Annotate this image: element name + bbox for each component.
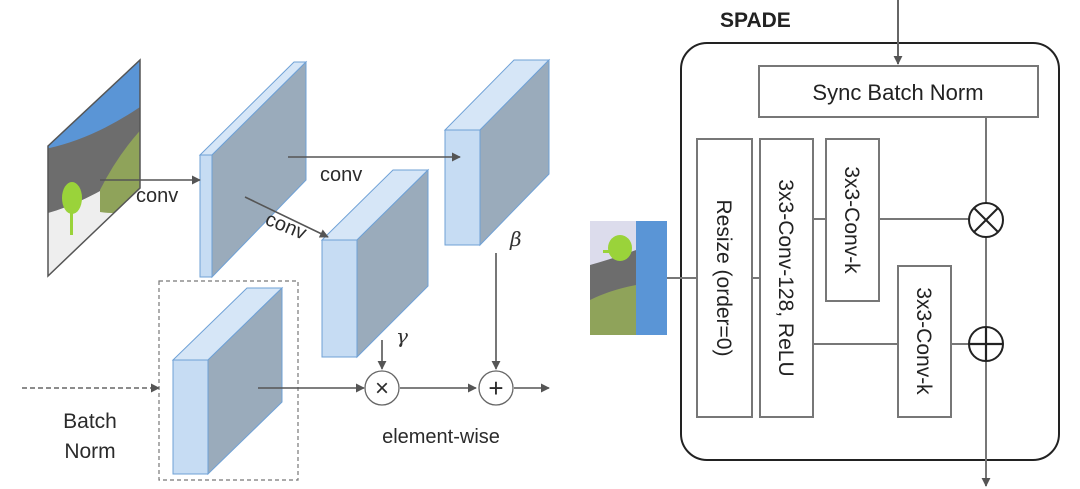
- elementwise-multiply-op: ×: [364, 370, 400, 406]
- conv128-label: 3x3-Conv-128, ReLU: [774, 179, 797, 376]
- feature-block-beta: [443, 58, 551, 247]
- conv-k-gamma-box: [825, 138, 880, 302]
- conv128-box: [759, 138, 814, 418]
- sync-batch-norm-label: Sync Batch Norm: [812, 80, 983, 105]
- multiply-symbol-left: ×: [375, 375, 389, 402]
- conv-k-beta-label: 3x3-Conv-k: [912, 287, 935, 395]
- feature-block-normalized: [171, 286, 284, 476]
- segmentation-map-left: [47, 58, 141, 278]
- elementwise-label: element-wise: [382, 426, 500, 448]
- conv-label-3: conv: [262, 208, 309, 244]
- batchnorm-dashed-box: [158, 280, 299, 481]
- beta-label: β: [509, 227, 522, 251]
- elementwise-add-op: +: [478, 370, 514, 406]
- spade-title: SPADE: [720, 9, 791, 32]
- conv-label-2: conv: [320, 164, 362, 186]
- conv-label-1: conv: [136, 185, 178, 207]
- feature-block-shared: [198, 60, 308, 279]
- segmentation-map-right: [590, 221, 667, 335]
- add-symbol-left: +: [488, 373, 503, 403]
- feature-block-gamma: [320, 168, 430, 359]
- gamma-label: γ: [396, 324, 408, 348]
- resize-label: Resize (order=0): [712, 200, 735, 357]
- resize-box: [696, 138, 753, 418]
- spade-multiply-op: [968, 202, 1004, 238]
- sync-batch-norm-box: [758, 65, 1039, 118]
- conv-k-gamma-label: 3x3-Conv-k: [840, 166, 863, 274]
- spade-add-op: [968, 326, 1004, 362]
- batch-norm-label-line2: Norm: [64, 440, 115, 463]
- conv-k-beta-box: [897, 265, 952, 418]
- arrow-shared-to-gamma: [244, 196, 329, 238]
- batch-norm-label-line1: Batch: [63, 410, 117, 433]
